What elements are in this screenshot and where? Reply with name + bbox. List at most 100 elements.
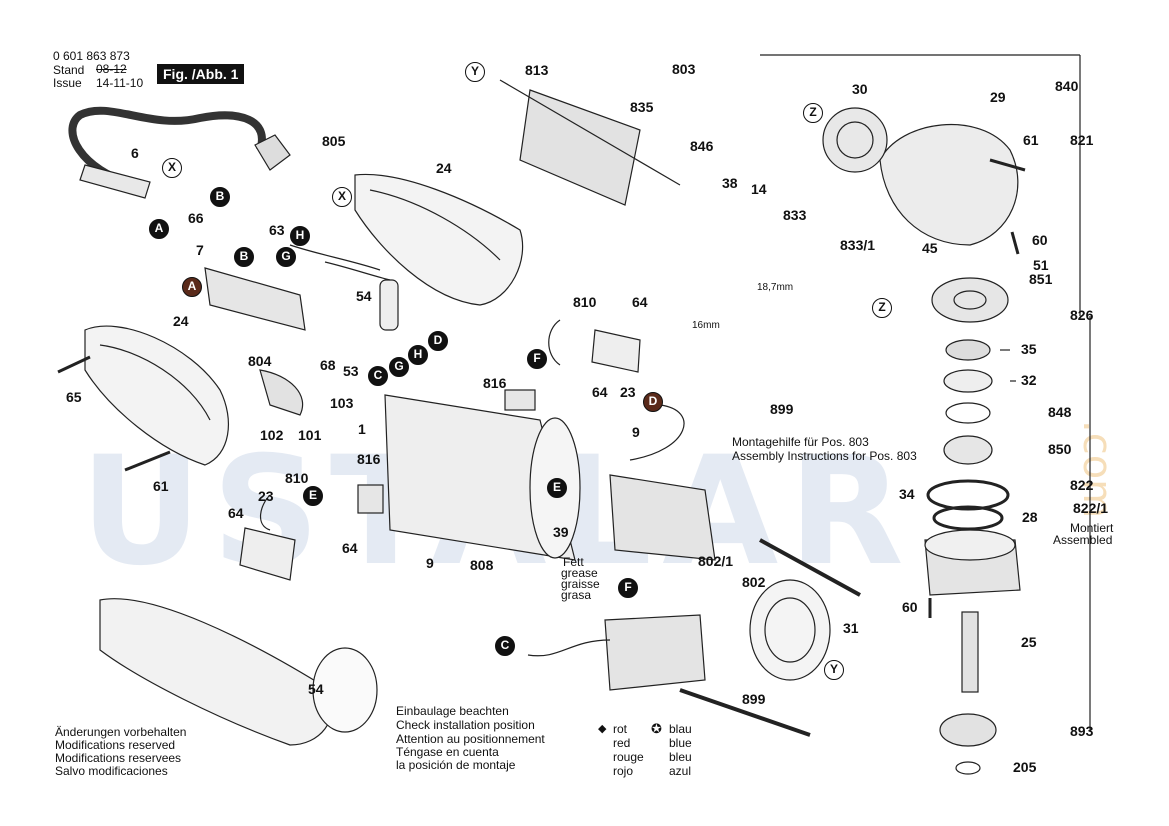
connector-marker-f: F <box>618 578 638 598</box>
modifications-de: Änderungen vorbehalten <box>55 725 187 739</box>
bearing-cover-31 <box>749 579 831 681</box>
assembly-help-en: Assembly Instructions for Pos. 803 <box>732 449 917 463</box>
part-label-6: 6 <box>131 145 139 161</box>
part-label-205: 205 <box>1013 759 1037 775</box>
install-note-en: Check installation position <box>396 718 535 732</box>
grease-fr: graisse <box>561 577 600 591</box>
connector-marker-c: C <box>368 366 388 386</box>
legend-blue-es: azul <box>669 764 692 778</box>
connector-marker-b: B <box>234 247 254 267</box>
modifications-fr: Modifications reservees <box>55 751 182 765</box>
part-label-816: 816 <box>483 375 507 391</box>
part-label-64: 64 <box>592 384 608 400</box>
connector-marker-g: G <box>276 247 296 267</box>
issue-date: 14-11-10 <box>96 76 144 90</box>
grease-de: Fett <box>563 555 584 569</box>
connector-marker-f: F <box>527 349 547 369</box>
washer-205 <box>955 761 981 775</box>
tool-899-lower <box>679 688 811 737</box>
inset-housing <box>99 598 334 746</box>
gear-826 <box>931 277 1009 323</box>
part-label-51: 51 <box>1033 257 1049 273</box>
connector-marker-z: Z <box>872 298 892 318</box>
issue-label: Issue <box>53 76 82 90</box>
modifications-en: Modifications reserved <box>55 738 176 752</box>
part-label-821: 821 <box>1070 132 1094 148</box>
connector-marker-x: X <box>332 187 352 207</box>
part-label-45: 45 <box>922 240 938 256</box>
bevel-gear-30 <box>822 107 888 173</box>
part-label-39: 39 <box>553 524 569 540</box>
gear-housing-821 <box>879 123 1019 246</box>
part-label-810: 810 <box>285 470 309 486</box>
part-label-833-1: 833/1 <box>840 237 876 253</box>
connector-marker-e: E <box>547 478 567 498</box>
motor-housing-1 <box>384 394 576 561</box>
part-label-31: 31 <box>843 620 859 636</box>
part-label-14: 14 <box>751 181 767 197</box>
part-label-30: 30 <box>852 81 868 97</box>
part-label-64: 64 <box>228 505 244 521</box>
capacitor-54 <box>379 279 399 331</box>
o-ring-28 <box>932 505 1004 531</box>
part-label-840: 840 <box>1055 78 1079 94</box>
part-label-29: 29 <box>990 89 1006 105</box>
legend-red-de: rot <box>613 722 628 736</box>
brush-holder-816-top <box>504 389 536 411</box>
brush-cover-23-bottom <box>239 527 296 581</box>
old-date: 08-12 <box>96 62 127 76</box>
part-label-805: 805 <box>322 133 346 149</box>
part-label-103: 103 <box>330 395 354 411</box>
part-label-64: 64 <box>342 540 358 556</box>
connector-marker-e: E <box>303 486 323 506</box>
part-label-803: 803 <box>672 61 696 77</box>
diamond-icon: ◆ <box>598 723 607 735</box>
connector-marker-a: A <box>149 219 169 239</box>
screw-60-top <box>1010 231 1020 255</box>
connector-marker-y: Y <box>465 62 485 82</box>
connector-marker-h: H <box>408 345 428 365</box>
part-label-899: 899 <box>770 401 794 417</box>
tool-899-upper <box>759 538 861 597</box>
part-label-802-1: 802/1 <box>698 553 734 569</box>
housing-half-24-top <box>354 173 524 306</box>
screw-65 <box>57 355 91 374</box>
handle-804 <box>259 369 304 416</box>
connector-marker-x: X <box>162 158 182 178</box>
part-label-1: 1 <box>358 421 366 437</box>
part-label-835: 835 <box>630 99 654 115</box>
part-label-833: 833 <box>783 207 807 223</box>
connector-marker-y: Y <box>824 660 844 680</box>
part-label-848: 848 <box>1048 404 1072 420</box>
part-label-851: 851 <box>1029 271 1053 287</box>
part-label-893: 893 <box>1070 723 1094 739</box>
ring-32 <box>943 369 993 393</box>
part-label-25: 25 <box>1021 634 1037 650</box>
assembled-de: Montiert <box>1070 521 1114 535</box>
part-label-54: 54 <box>308 681 324 697</box>
figure-label: Fig. /Abb. 1 <box>157 64 245 84</box>
part-label-53: 53 <box>343 363 359 379</box>
stand-label: Stand <box>53 63 85 77</box>
part-label-65: 65 <box>66 389 82 405</box>
doc-number: 0 601 863 873 <box>53 49 130 63</box>
brush-cover-23-top <box>591 329 641 373</box>
assembly-help-de: Montagehilfe für Pos. 803 <box>732 435 869 449</box>
screw-61-right <box>989 158 1026 172</box>
part-label-54: 54 <box>356 288 372 304</box>
part-label-822-1: 822/1 <box>1073 500 1109 516</box>
housing-half-24-left <box>84 325 229 466</box>
legend-red-en: red <box>613 736 631 750</box>
modifications-es: Salvo modificaciones <box>55 764 168 778</box>
legend-blue-de: blau <box>669 722 692 736</box>
part-label-28: 28 <box>1022 509 1038 525</box>
part-label-34: 34 <box>899 486 915 502</box>
part-label-60: 60 <box>1032 232 1048 248</box>
grease-es: grasa <box>561 588 592 602</box>
part-label-826: 826 <box>1070 307 1094 323</box>
dimension-18-7mm: 18,7mm <box>757 282 794 293</box>
connector-marker-c: C <box>495 636 515 656</box>
part-label-102: 102 <box>260 427 284 443</box>
connector-marker-z: Z <box>803 103 823 123</box>
